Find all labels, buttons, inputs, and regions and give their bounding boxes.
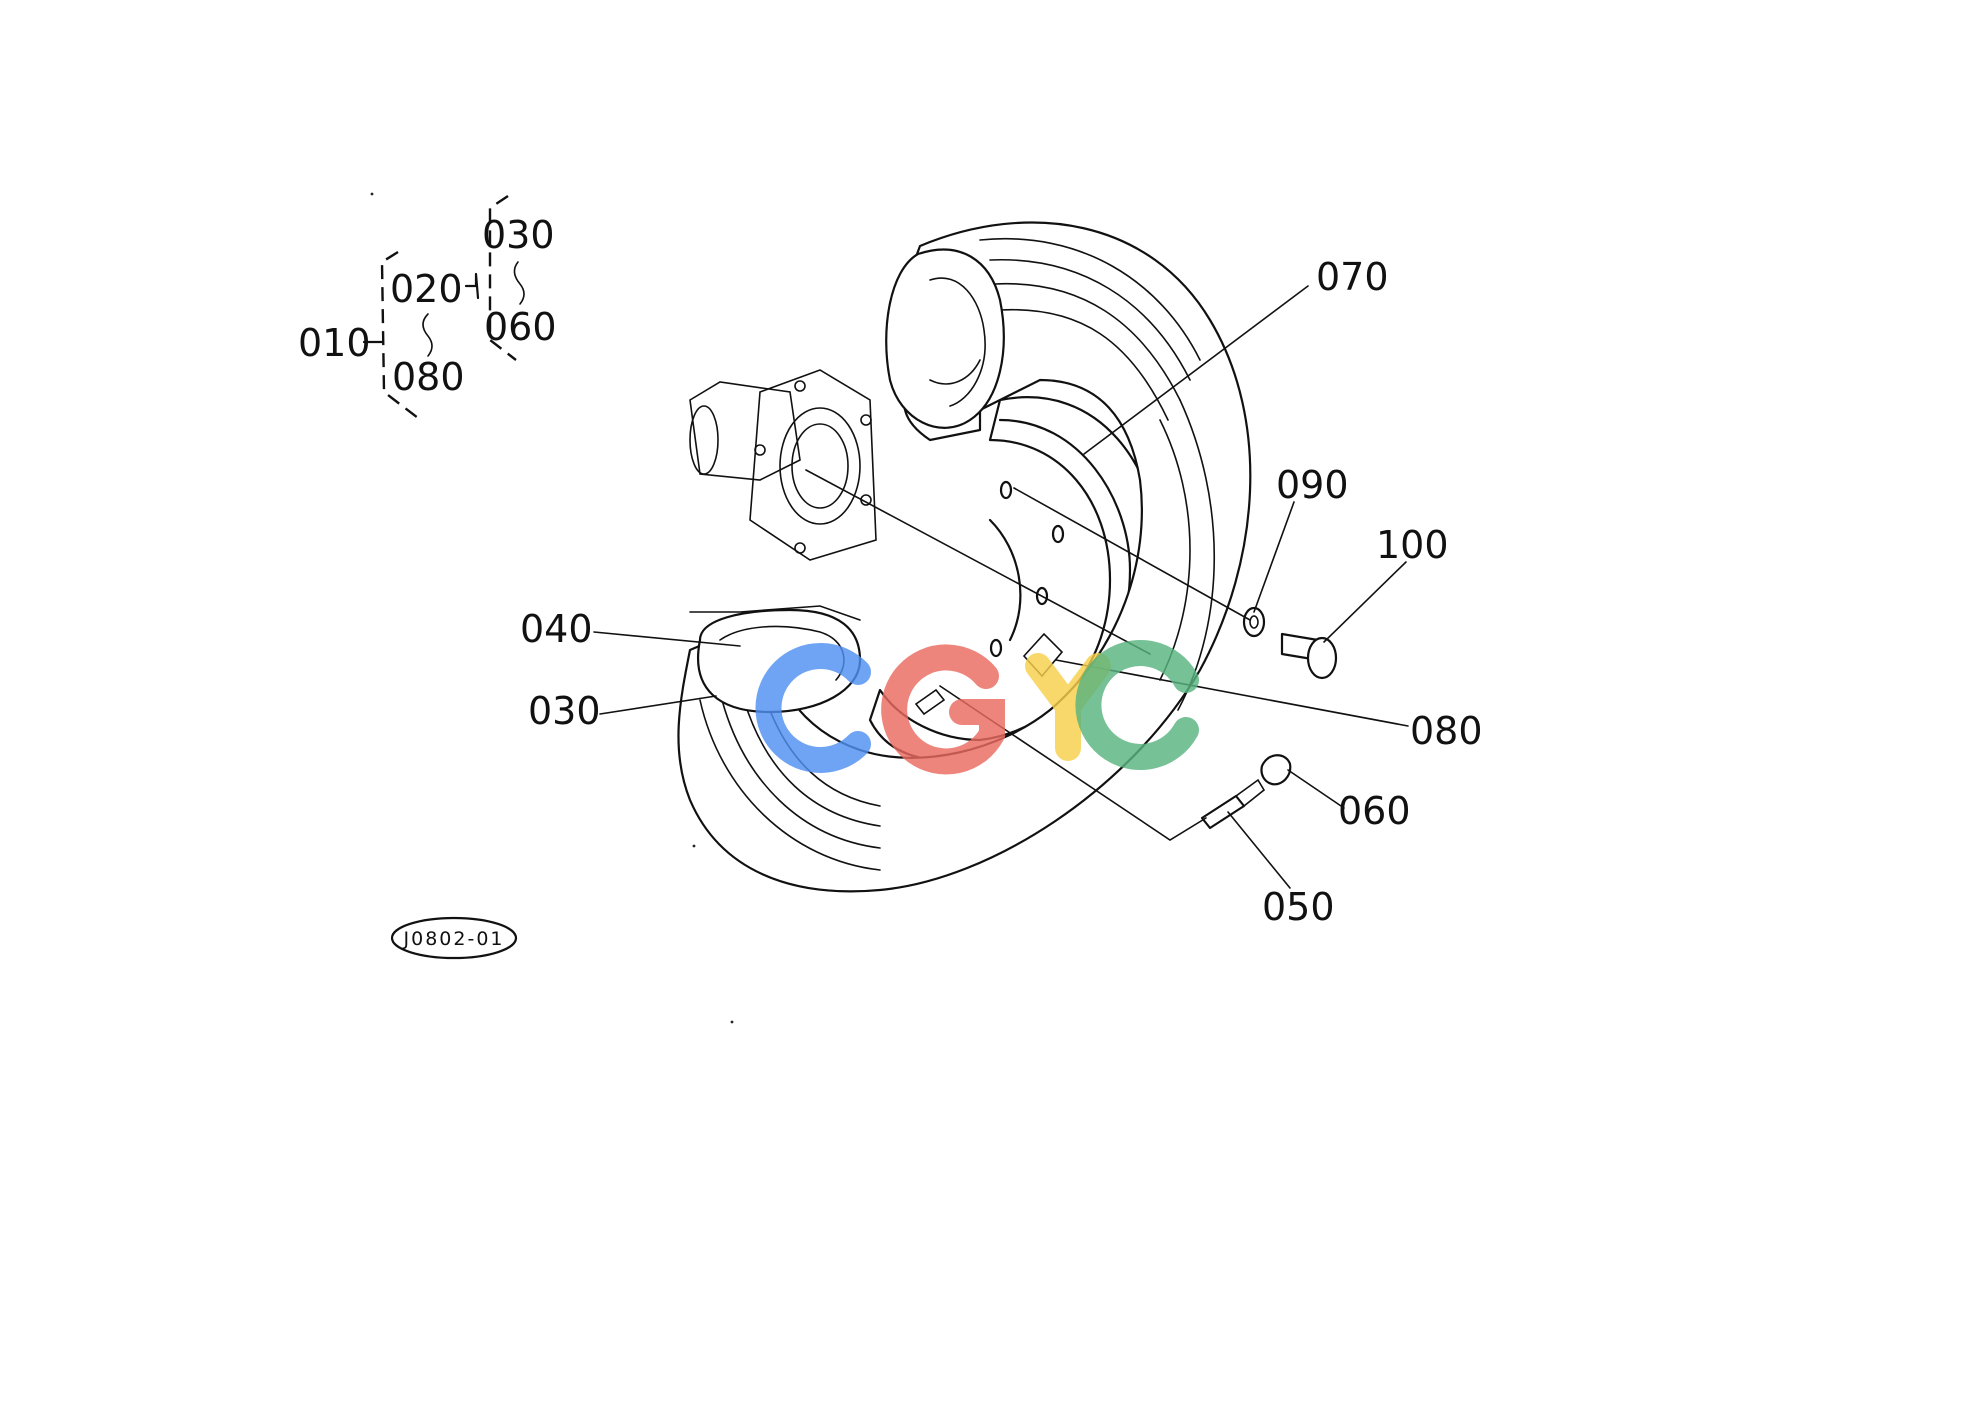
disc-bolt-hole: [999, 480, 1013, 500]
disc-bolt-hole: [989, 638, 1003, 658]
callout-100: 100: [1376, 523, 1449, 567]
diagram-code-badge: J0802-01: [390, 916, 518, 960]
callout-060-tree: 060: [484, 305, 557, 349]
callout-030: 030: [528, 689, 601, 733]
callout-040: 040: [520, 607, 593, 651]
callout-070: 070: [1316, 255, 1389, 299]
watermark-c-blue: [755, 643, 871, 773]
callout-020: 020: [390, 267, 463, 311]
valve-cap-060: [1260, 754, 1292, 786]
diagram-code: J0802-01: [403, 928, 505, 950]
watermark-logo: [755, 640, 1199, 775]
disc-bolt-hole: [1051, 524, 1065, 544]
watermark-c-green: [1075, 640, 1199, 770]
speck: [730, 1020, 734, 1024]
bolt-head-100: [1306, 636, 1338, 680]
washer-and-bolt: [1242, 606, 1338, 680]
callout-090: 090: [1276, 463, 1349, 507]
speck: [692, 844, 696, 848]
callout-080: 080: [1410, 709, 1483, 753]
washer-090: [1242, 606, 1266, 638]
watermark-g-red: [881, 644, 1005, 775]
disc-bolt-hole: [1035, 586, 1049, 606]
callout-010: 010: [298, 321, 371, 365]
callout-080-tree: 080: [392, 355, 465, 399]
callout-030-tree: 030: [482, 213, 555, 257]
tire: [677, 221, 1252, 893]
valve-and-cap: [914, 632, 1292, 830]
tire-section-upper: [885, 248, 1005, 429]
part-hierarchy-tree: 010 020 080 030 060: [298, 195, 557, 419]
callout-060: 060: [1338, 789, 1411, 833]
speck: [370, 192, 374, 196]
wheel-hub: [689, 369, 877, 561]
callout-050: 050: [1262, 885, 1335, 929]
callout-labels: 070 090 100 040 030 080 060 050: [520, 255, 1483, 929]
